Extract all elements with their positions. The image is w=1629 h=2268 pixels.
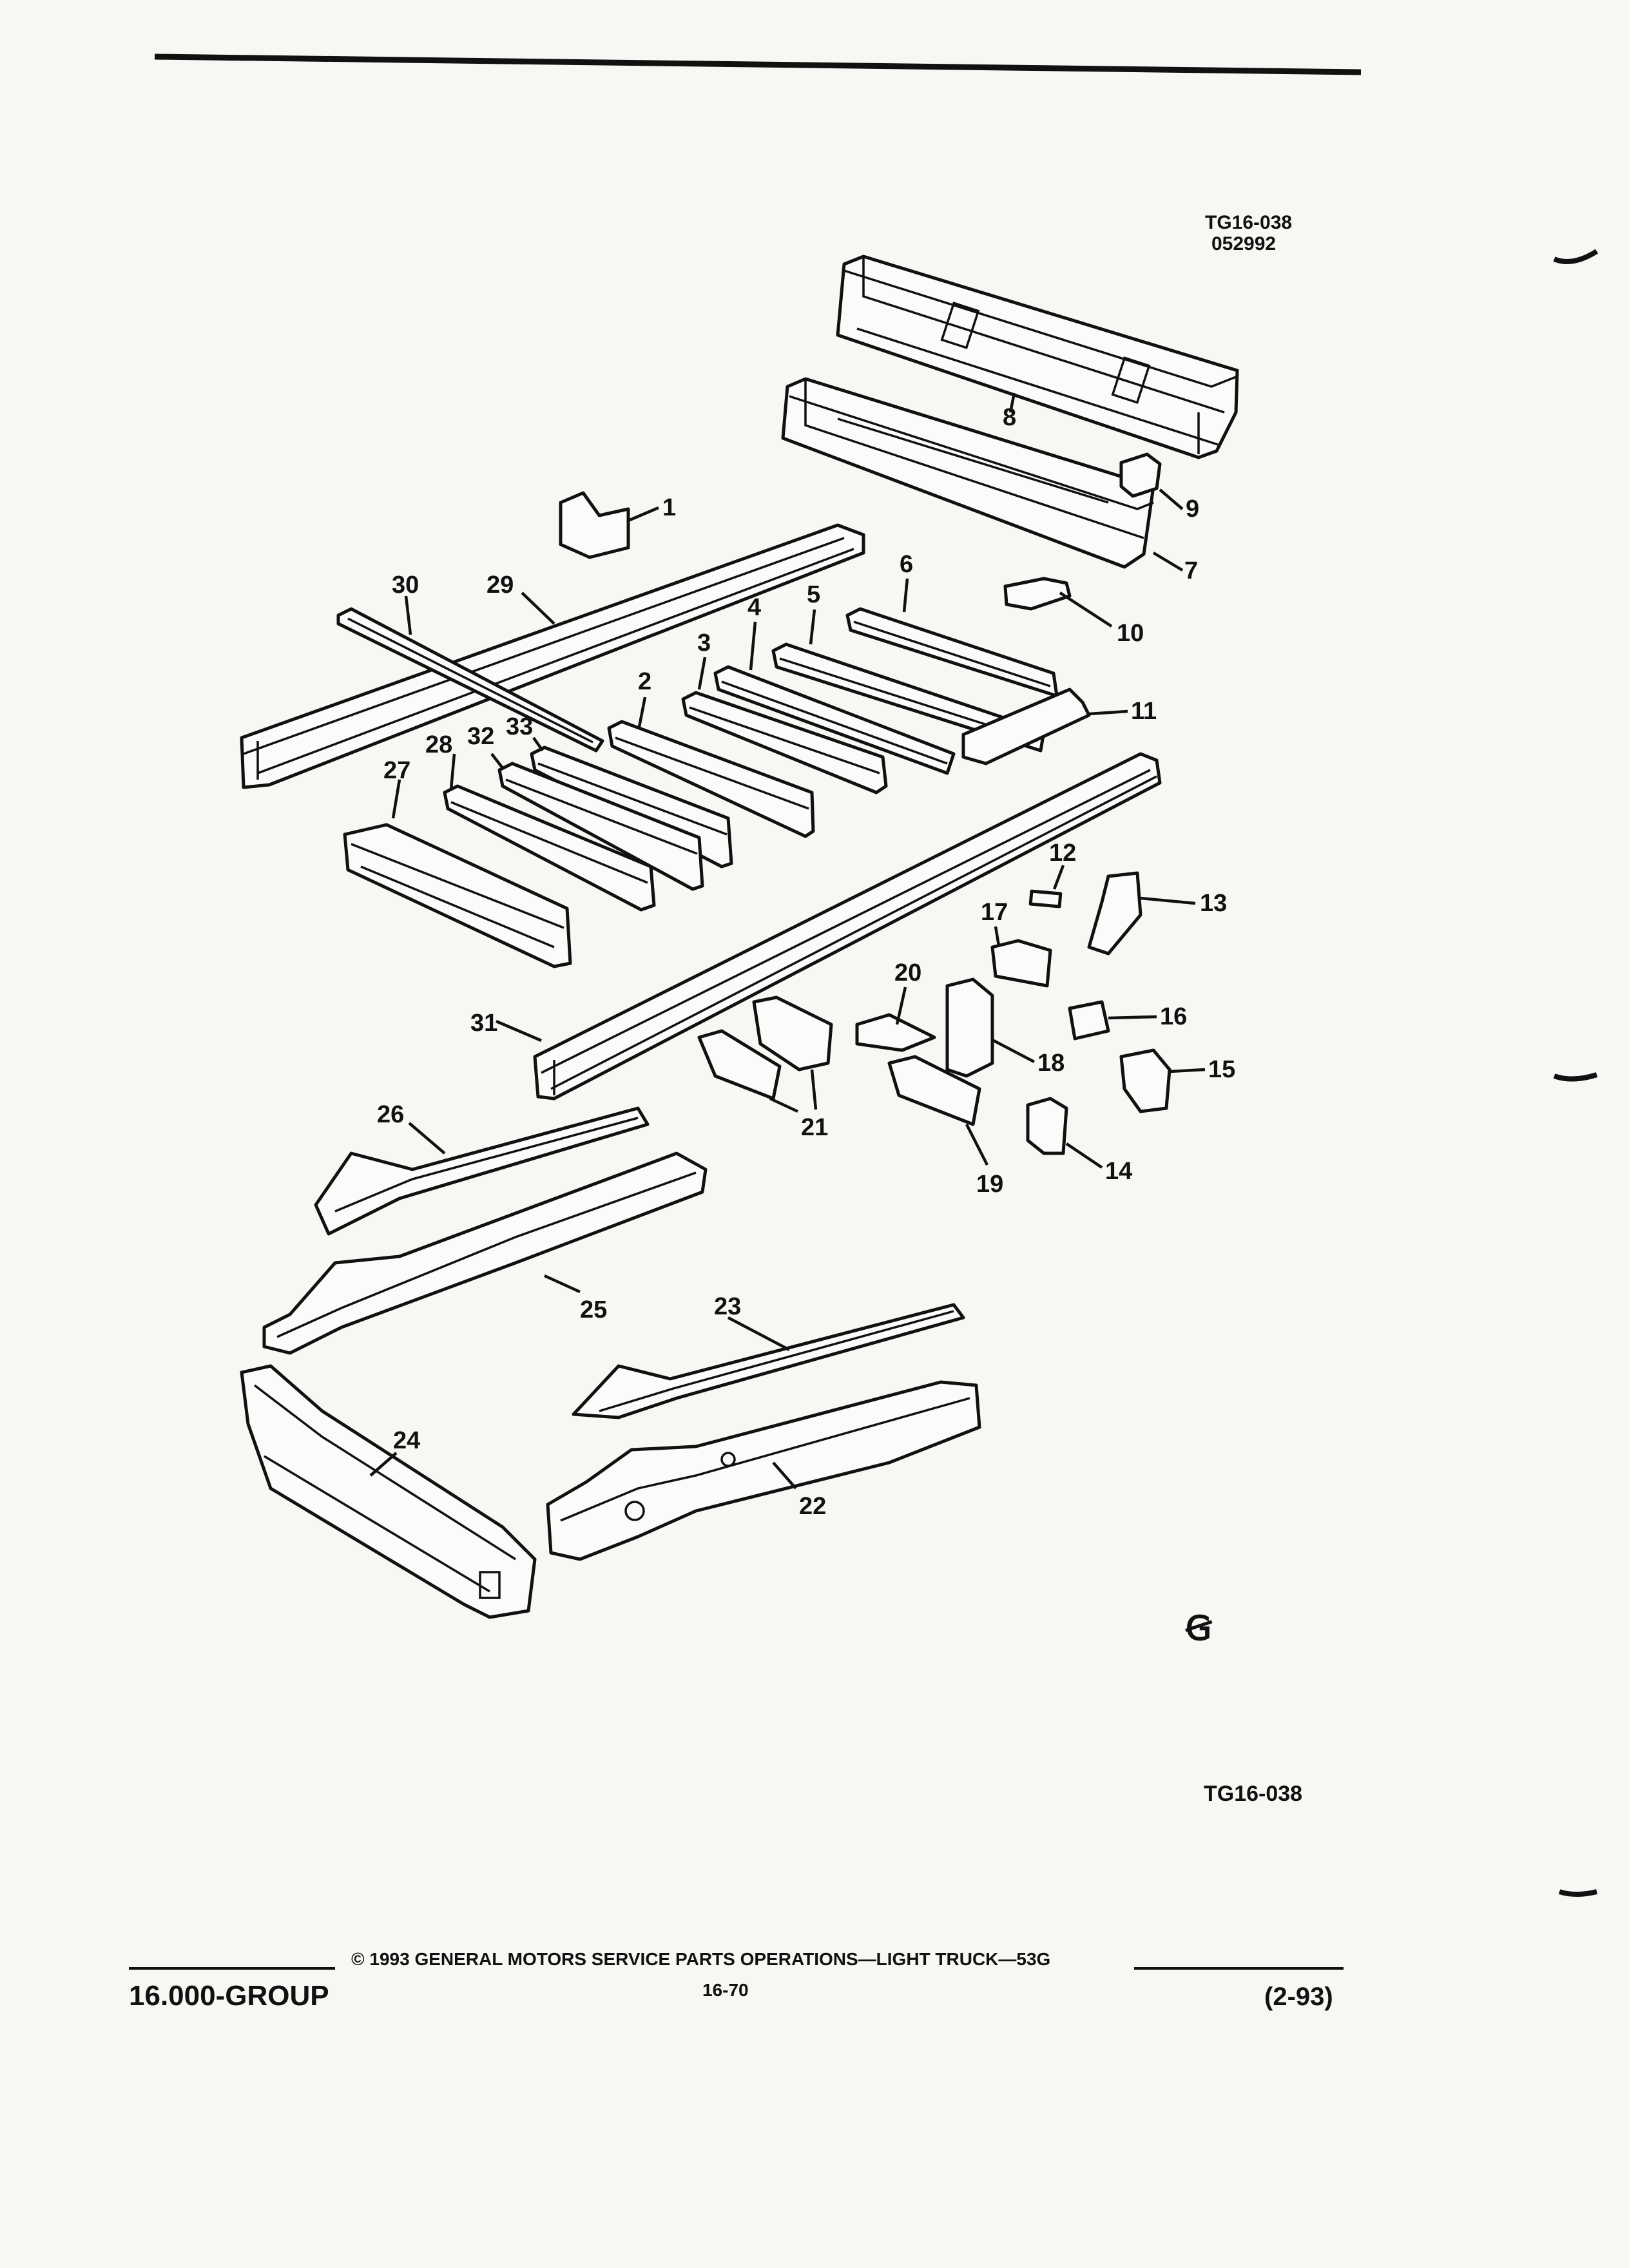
part-25-rail-section <box>262 1151 708 1355</box>
part-28-crossmember <box>443 784 656 912</box>
part-18-bracket <box>945 977 994 1078</box>
part-4-crossmember <box>713 665 956 775</box>
part-27-crossmember <box>343 823 572 968</box>
part-13-bracket <box>1087 871 1142 956</box>
part-30-side-rail <box>336 607 604 753</box>
callout-28: 28 <box>425 731 452 758</box>
part-29-side-rail <box>240 523 865 789</box>
callout-25: 25 <box>580 1296 607 1323</box>
callout-33: 33 <box>506 713 533 740</box>
leader-lines <box>369 392 1206 1490</box>
callout-6: 6 <box>900 551 913 578</box>
binder-mark <box>1558 1889 1597 1897</box>
part-10-bracket <box>1003 577 1072 611</box>
figure-date-code: 052992 <box>1211 233 1276 255</box>
binder-mark <box>1553 1072 1598 1082</box>
callout-18: 18 <box>1037 1050 1065 1077</box>
part-21b-bracket <box>697 1029 782 1100</box>
part-19-bracket <box>887 1055 981 1126</box>
part-11-bracket <box>961 687 1091 765</box>
part-16-bracket <box>1068 1000 1110 1041</box>
part-14-bracket <box>1026 1097 1068 1155</box>
callout-32: 32 <box>467 723 494 750</box>
callout-2: 2 <box>638 668 651 695</box>
footer-revision: (2-93) <box>1264 1983 1333 2011</box>
callout-31: 31 <box>470 1010 497 1037</box>
callout-29: 29 <box>487 572 514 599</box>
callout-labels: 1 2 3 4 5 6 7 8 9 10 11 12 13 14 15 16 1… <box>377 404 1235 1520</box>
part-32-crossmember <box>497 762 704 891</box>
figure-id-bottom: TG16-038 <box>1204 1782 1302 1806</box>
part-24-crossmember <box>240 1364 537 1619</box>
callout-8: 8 <box>1003 404 1016 431</box>
callout-26: 26 <box>377 1101 404 1128</box>
callout-3: 3 <box>697 629 711 657</box>
callout-4: 4 <box>747 594 761 621</box>
part-23-rail-section <box>572 1303 965 1419</box>
part-6-crossmember <box>845 607 1059 698</box>
callout-27: 27 <box>383 757 410 784</box>
callout-10: 10 <box>1117 620 1144 647</box>
revision-mark: Ꞡ <box>1185 1610 1213 1648</box>
footer-copyright: © 1993 GENERAL MOTORS SERVICE PARTS OPER… <box>351 1949 1050 1969</box>
part-20-plate <box>855 1013 936 1052</box>
callout-20: 20 <box>894 959 921 986</box>
footer-group: 16.000-GROUP <box>129 1980 329 2012</box>
part-31-side-rail <box>533 752 1162 1100</box>
header-rule <box>154 53 1362 75</box>
callout-13: 13 <box>1200 890 1227 917</box>
callout-14: 14 <box>1105 1158 1132 1185</box>
part-12-pad <box>1028 889 1063 908</box>
part-22-rail-section <box>546 1380 981 1561</box>
callout-19: 19 <box>976 1171 1003 1198</box>
callout-16: 16 <box>1160 1003 1187 1030</box>
part-26-rail-section <box>314 1106 650 1236</box>
callout-24: 24 <box>393 1427 420 1454</box>
part-3-crossmember <box>681 691 888 794</box>
callout-7: 7 <box>1184 557 1198 584</box>
part-7-crossmember <box>781 377 1155 569</box>
callout-15: 15 <box>1208 1056 1235 1083</box>
part-15-bracket <box>1119 1048 1171 1113</box>
callout-12: 12 <box>1049 840 1076 867</box>
part-8-rear-crossmember <box>836 255 1239 459</box>
callout-11: 11 <box>1131 698 1157 725</box>
callout-5: 5 <box>807 581 820 608</box>
part-17-bracket <box>990 939 1052 988</box>
callout-9: 9 <box>1186 495 1199 523</box>
callout-1: 1 <box>662 494 676 521</box>
callout-23: 23 <box>714 1293 741 1320</box>
part-9-bracket <box>1119 452 1162 498</box>
callout-21: 21 <box>801 1114 828 1141</box>
footer-page-number: 16-70 <box>702 1980 749 2000</box>
callout-22: 22 <box>799 1493 826 1520</box>
figure-id: TG16-038 <box>1205 212 1292 233</box>
part-1-bracket <box>559 491 630 559</box>
callout-30: 30 <box>392 572 419 599</box>
part-2-crossmember <box>607 720 815 838</box>
binder-mark <box>1553 249 1599 264</box>
callout-17: 17 <box>981 899 1008 926</box>
part-21a-bracket <box>752 995 833 1072</box>
